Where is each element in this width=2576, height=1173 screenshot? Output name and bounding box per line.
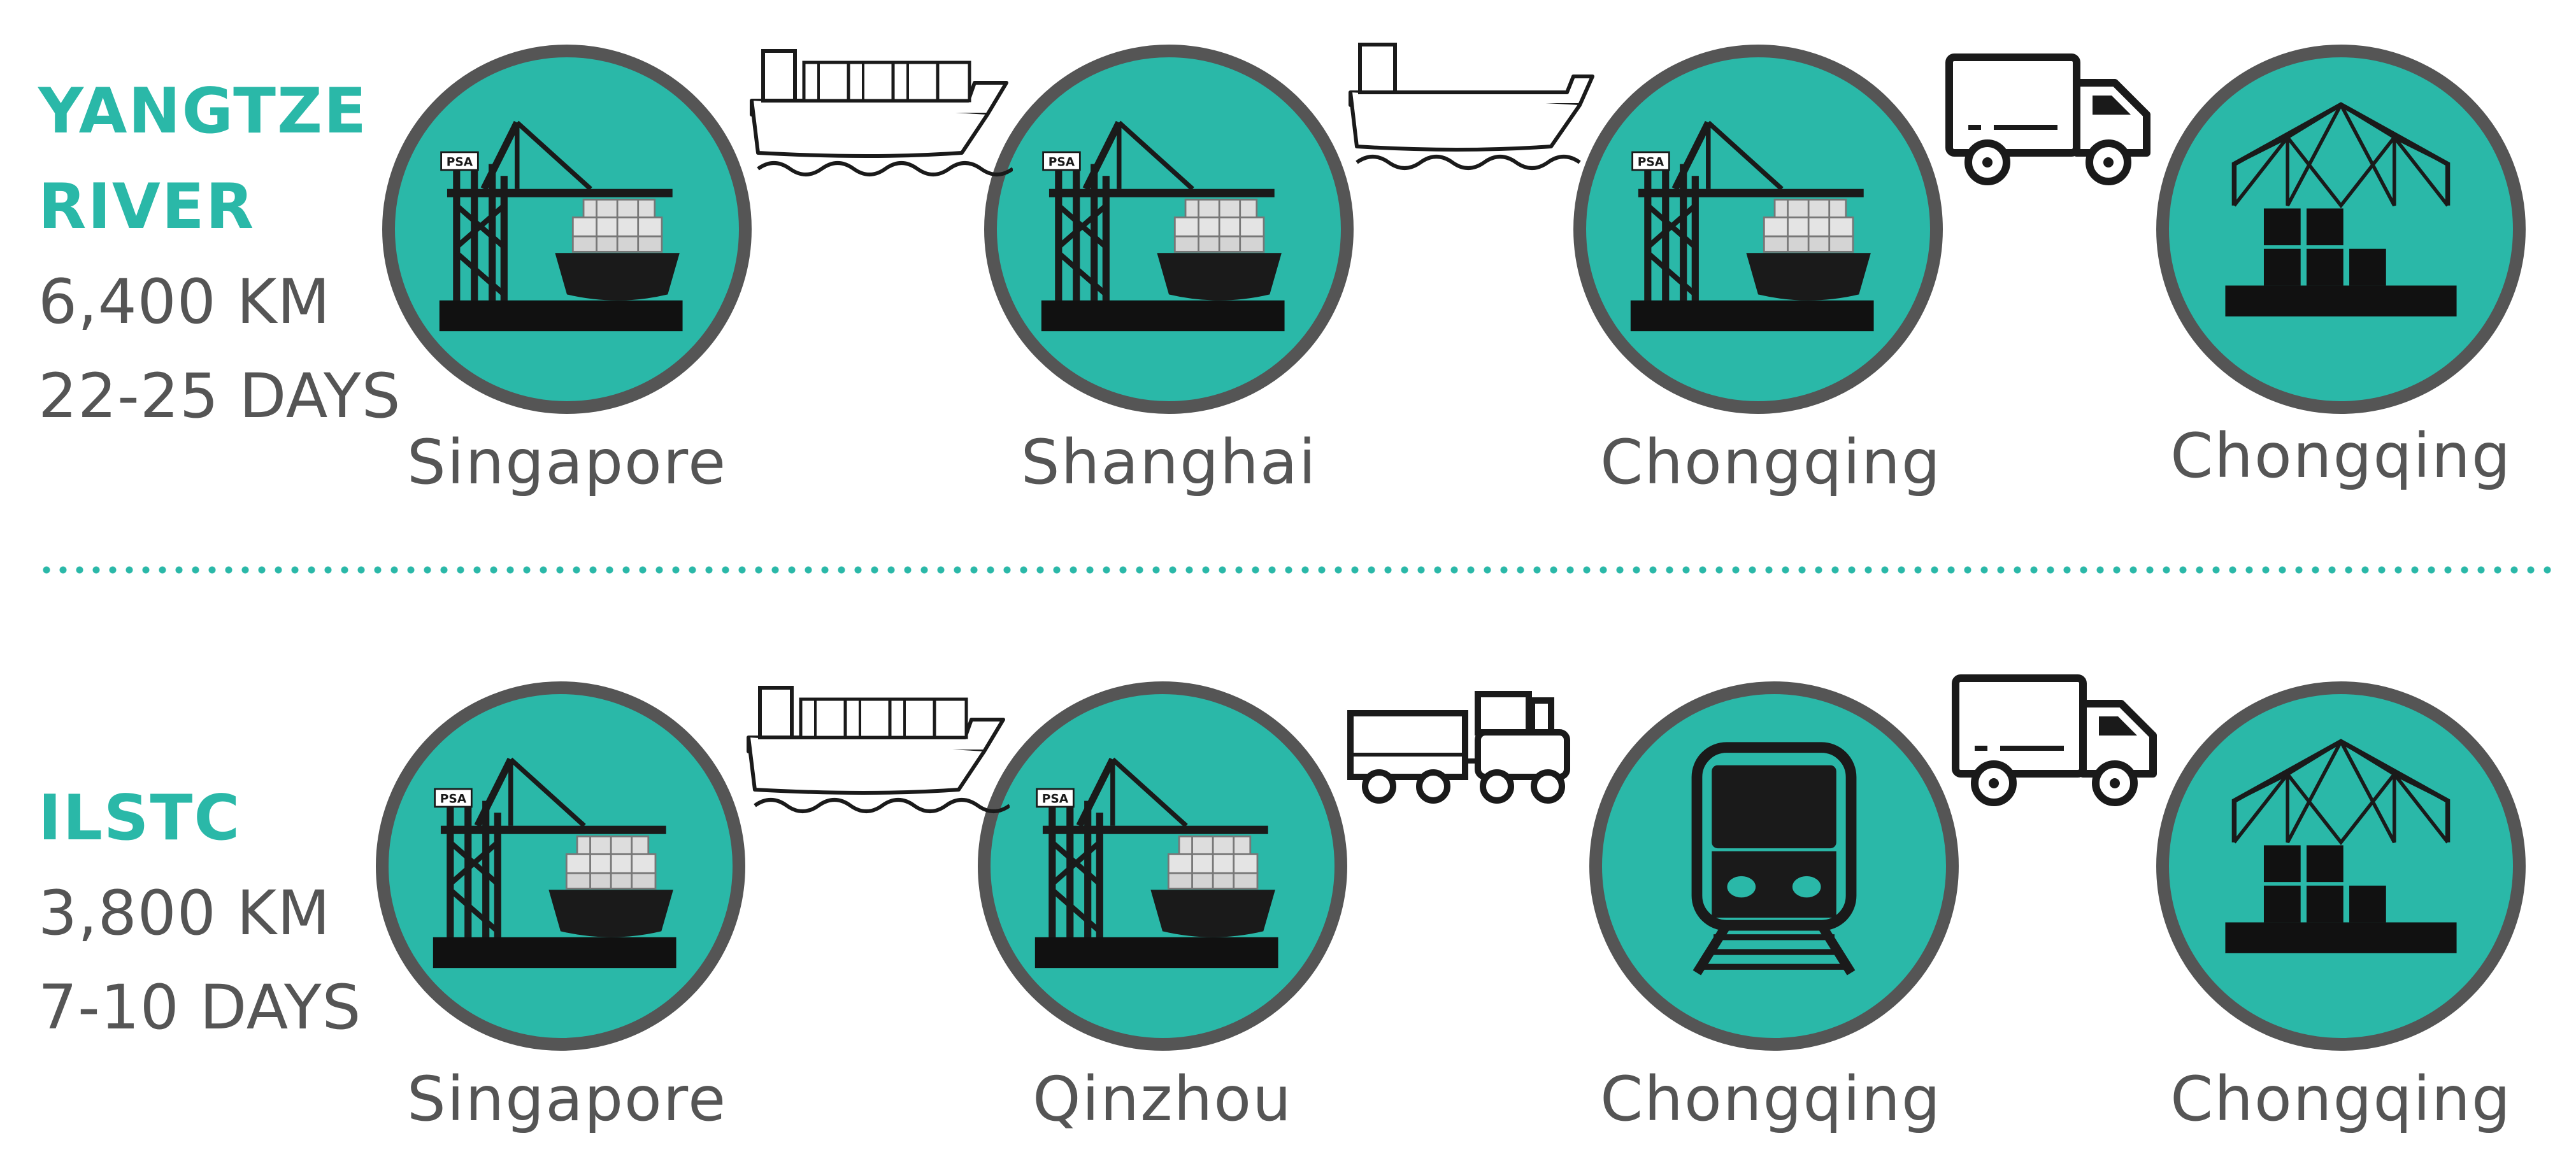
river-barge-icon [1331,25,1599,172]
stop-city-label: Chongqing [2170,420,2512,492]
stop-node-chongqing-port: PSA [1573,45,1943,414]
route-name: YANGTZE RIVER [38,75,368,243]
stop-city-label: Shanghai [1020,427,1317,498]
stop-node-chongqing-warehouse [2156,45,2526,414]
container-ship-icon [742,662,1010,815]
stop-city-label: Chongqing [1600,1063,1942,1135]
warehouse-icon [2169,694,2513,1038]
route-distance: 6,400 KM [38,266,331,338]
route-divider [38,566,2554,574]
port-crane-icon: PSA [991,694,1335,1038]
route-duration: 7-10 DAYS [38,972,362,1043]
stop-node-qinzhou: PSA [978,681,1347,1051]
port-badge: PSA [447,155,473,169]
route-distance: 3,800 KM [38,878,331,949]
port-badge: PSA [1638,155,1664,169]
stop-node-singapore: PSA [382,45,752,414]
stop-node-chongqing-rail [1589,681,1959,1051]
warehouse-icon [2169,57,2513,401]
freight-train-icon [1344,681,1580,809]
stop-city-label: Chongqing [1600,427,1942,498]
container-ship-icon [745,25,1013,178]
stop-city-label: Qinzhou [1033,1063,1292,1135]
stop-node-shanghai: PSA [984,45,1354,414]
route-info-yangtze: YANGTZE RIVER 6,400 KM 22-25 DAYS [38,64,401,443]
port-badge: PSA [1042,792,1069,806]
route-name: ILSTC [38,782,241,855]
stop-city-label: Singapore [406,427,727,498]
route-info-ilstc: ILSTC 3,800 KM 7-10 DAYS [38,771,361,1055]
port-crane-icon: PSA [997,57,1341,401]
delivery-truck-icon [1943,45,2159,191]
stop-node-singapore: PSA [376,681,745,1051]
stop-city-label: Chongqing [2170,1063,2512,1135]
stop-node-chongqing-warehouse [2156,681,2526,1051]
delivery-truck-icon [1949,665,2166,812]
port-crane-icon: PSA [1586,57,1930,401]
train-icon [1602,694,1946,1038]
route-duration: 22-25 DAYS [38,360,401,432]
stop-city-label: Singapore [406,1063,727,1135]
port-badge: PSA [1048,155,1075,169]
port-badge: PSA [440,792,467,806]
port-crane-icon: PSA [395,57,739,401]
port-crane-icon: PSA [389,694,733,1038]
